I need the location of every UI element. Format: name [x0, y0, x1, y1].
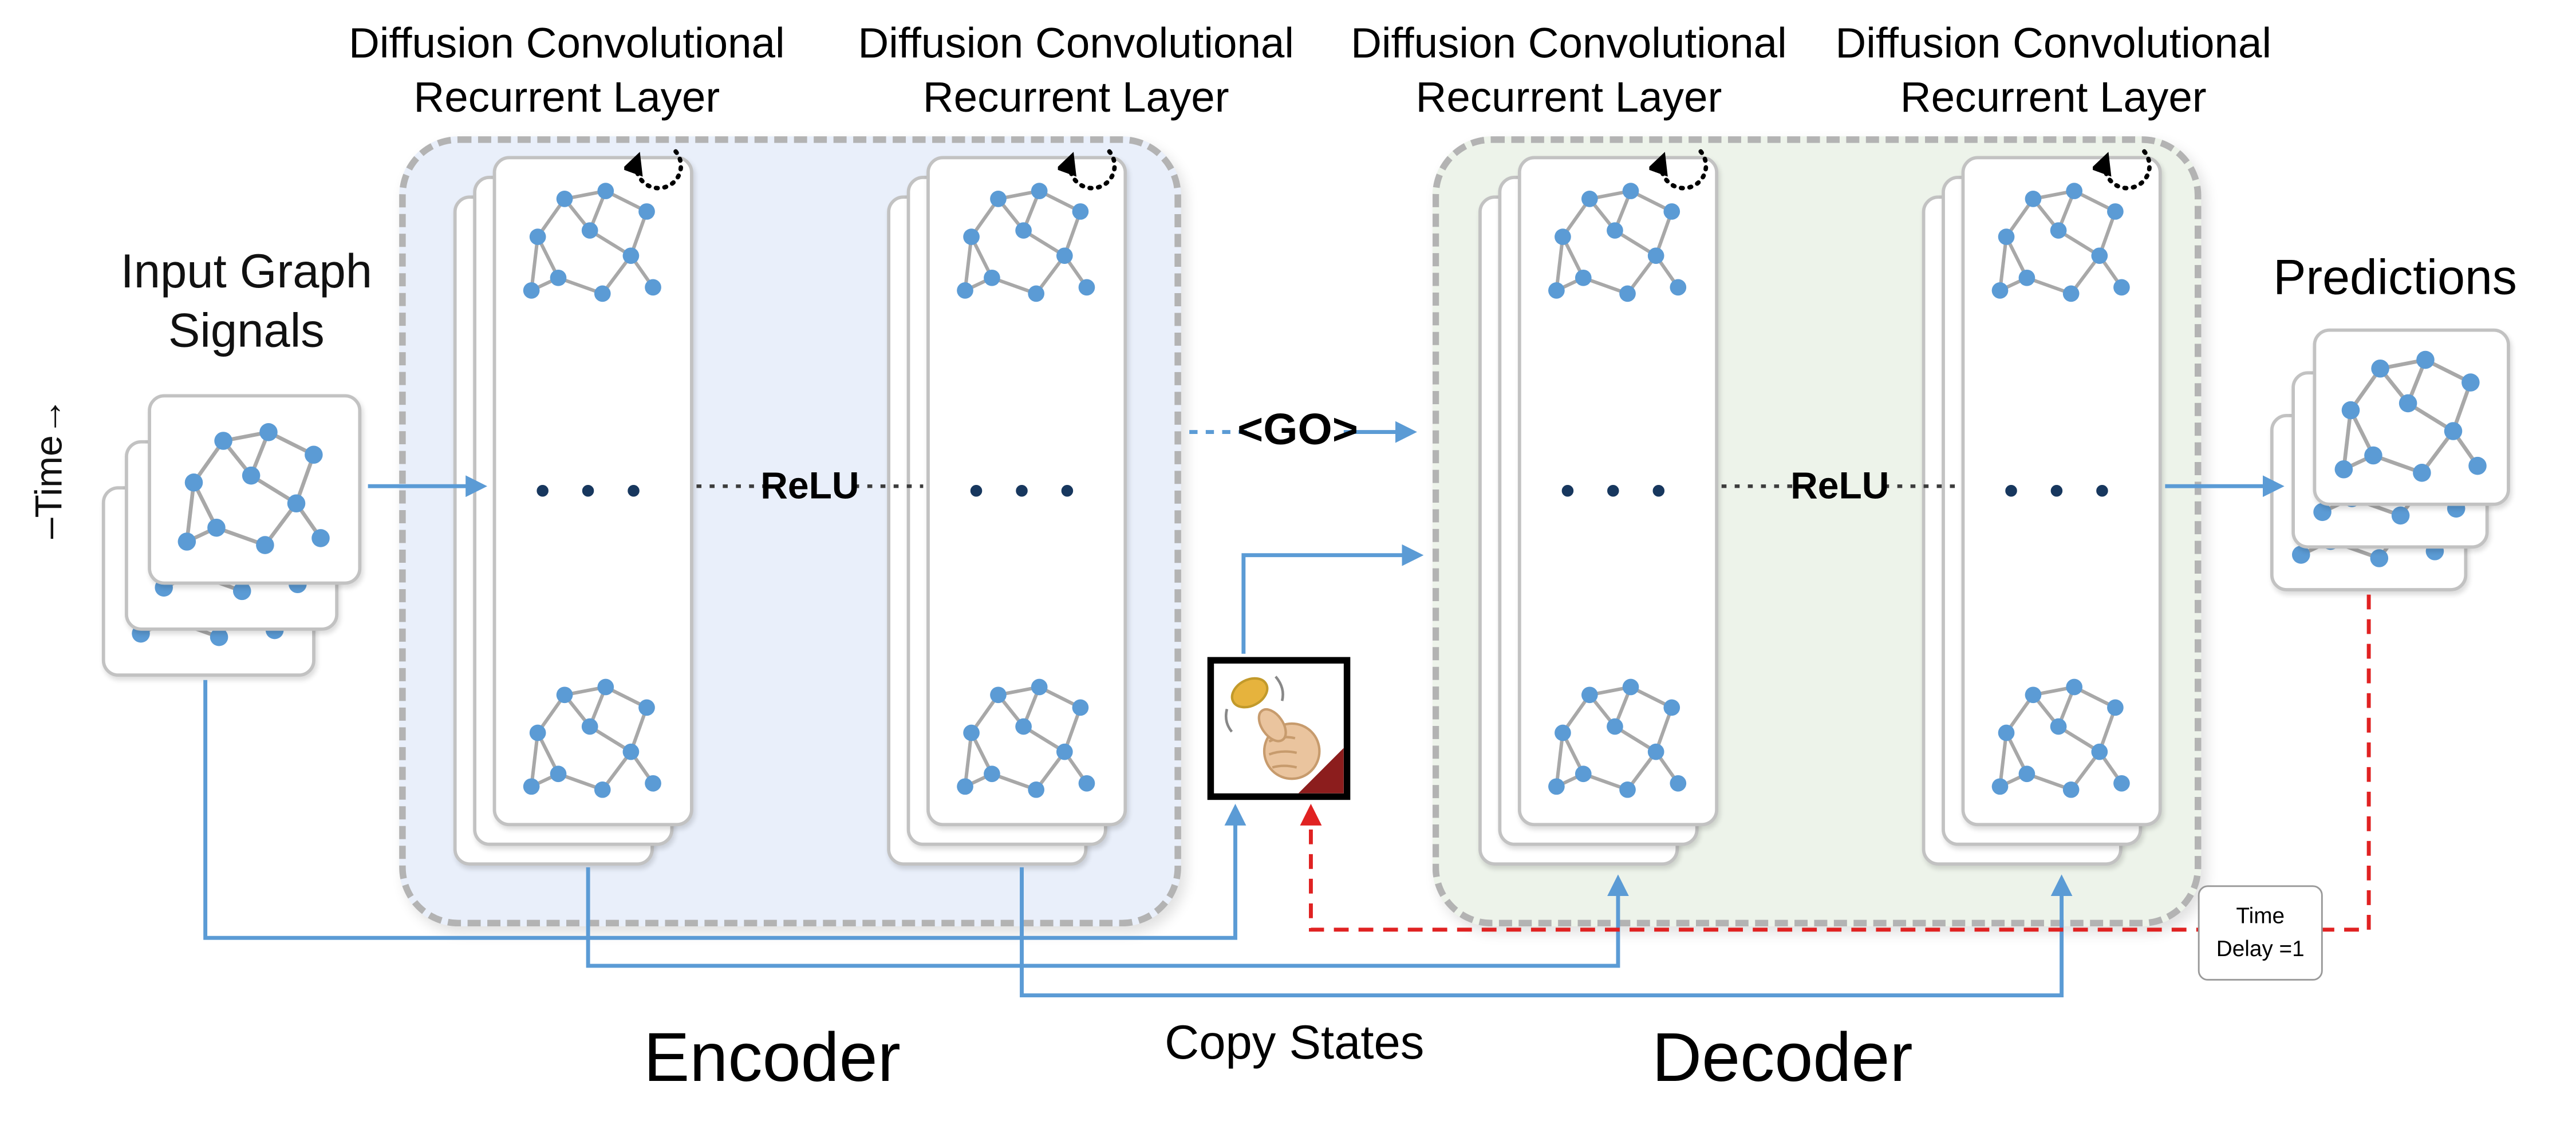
coin-flip-icon: [1224, 676, 1344, 794]
go-token-label: <GO>: [1237, 405, 1359, 455]
coin-to-decoder-arrow: [1241, 544, 1424, 654]
layer-title-line2: Recurrent Layer: [1415, 72, 1722, 122]
decoder-label: Decoder: [1652, 1018, 1913, 1096]
time-delay-line1: Time: [2236, 903, 2285, 928]
layer-title-encoder-2: Diffusion Convolutional Recurrent Layer: [858, 17, 1294, 125]
layer-title-line2: Recurrent Layer: [1900, 72, 2207, 122]
ellipsis-dots: • • •: [969, 467, 1084, 514]
recurrent-loop-icon: [1058, 149, 1117, 191]
encoder-layer-1-stack: • • •: [453, 149, 700, 873]
graph-icon: [2321, 344, 2502, 491]
relu-label-encoder: ReLU: [760, 464, 859, 507]
layer-title-line1: Diffusion Convolutional: [1351, 18, 1787, 68]
coin-flip-image: [1207, 657, 1351, 800]
time-delay-line2: Delay =1: [2216, 936, 2305, 961]
layer-title-decoder-1: Diffusion Convolutional Recurrent Layer: [1351, 17, 1787, 125]
copy-states-label: Copy States: [1165, 1017, 1425, 1071]
recurrent-loop-icon: [2093, 149, 2152, 191]
predictions-label: Predictions: [2273, 251, 2517, 306]
recurrent-layer-card: • • •: [1517, 156, 1718, 827]
layer-title-line1: Diffusion Convolutional: [858, 18, 1295, 68]
recurrent-layer-card: • • •: [1961, 156, 2162, 827]
decoder-layer-2-stack: • • •: [1922, 149, 2168, 873]
layer-title-decoder-2: Diffusion Convolutional Recurrent Layer: [1835, 17, 2271, 125]
graph-icon: [1979, 672, 2144, 806]
layer-title-line2: Recurrent Layer: [922, 72, 1229, 122]
input-label-line2: Signals: [168, 306, 325, 359]
graph-icon: [511, 672, 675, 806]
layer-title-encoder-1: Diffusion Convolutional Recurrent Layer: [349, 17, 785, 125]
graph-icon: [945, 672, 1109, 806]
layer-title-line1: Diffusion Convolutional: [348, 18, 785, 68]
prediction-graph-card: [2313, 328, 2510, 506]
recurrent-layer-card: • • •: [492, 156, 693, 827]
input-graph-signals-label: Input Graph Signals: [121, 243, 372, 362]
layer-title-line2: Recurrent Layer: [413, 72, 720, 122]
encoder-label: Encoder: [644, 1018, 901, 1096]
ellipsis-dots: • • •: [2003, 467, 2120, 514]
recurrent-loop-icon: [624, 149, 684, 191]
decoder-layer-1-stack: • • •: [1478, 149, 1725, 873]
ellipsis-dots: • • •: [535, 467, 651, 514]
layer-title-line1: Diffusion Convolutional: [1835, 18, 2272, 68]
graph-icon: [1536, 672, 1701, 806]
recurrent-loop-icon: [1649, 149, 1709, 191]
time-axis-label: –Time→: [27, 397, 70, 539]
encoder-layer-2-stack: • • •: [887, 149, 1133, 873]
ellipsis-dots: • • •: [1560, 467, 1676, 514]
recurrent-layer-card: • • •: [926, 156, 1127, 827]
graph-icon: [164, 416, 345, 563]
input-label-line1: Input Graph: [120, 246, 373, 299]
time-delay-box: Time Delay =1: [2198, 885, 2323, 981]
relu-label-decoder: ReLU: [1790, 464, 1889, 507]
input-graph-card: [148, 394, 362, 585]
